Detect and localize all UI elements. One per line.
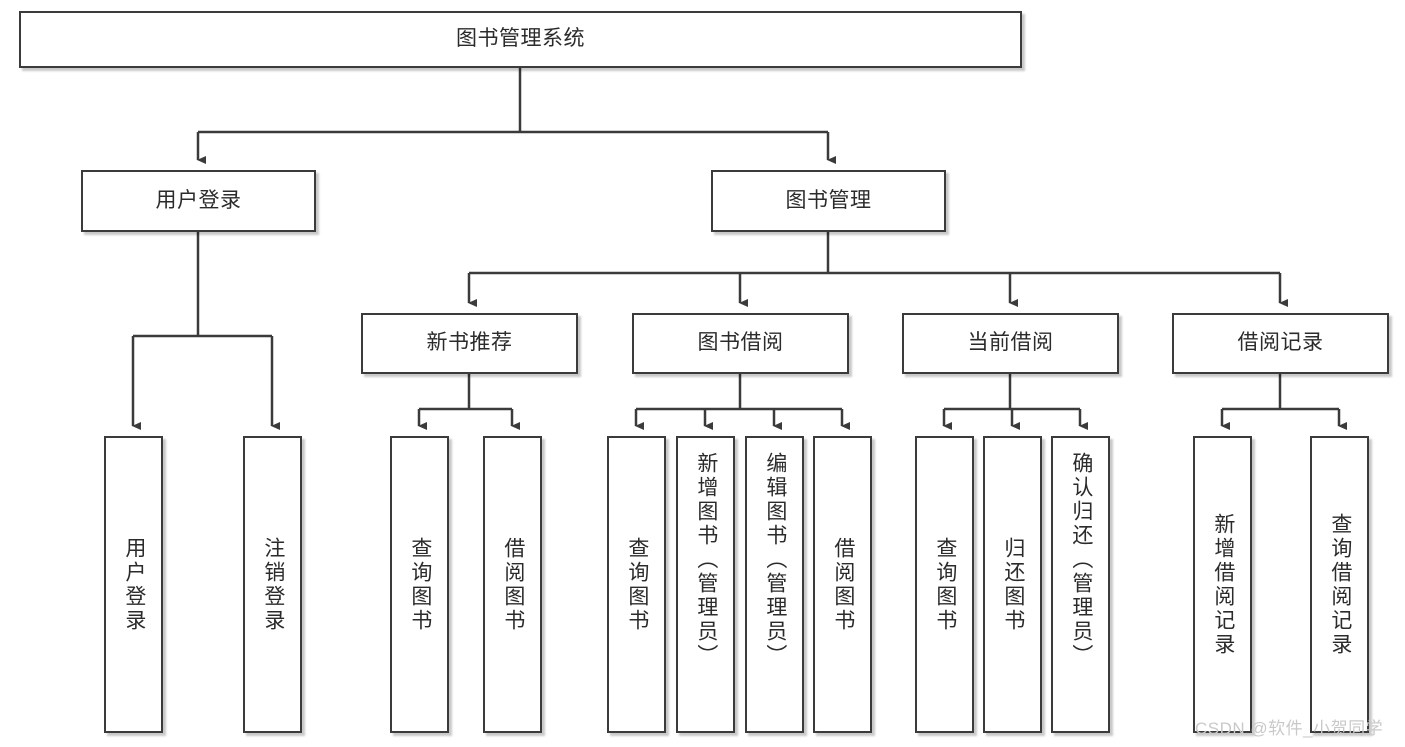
node-root[interactable]: 图书管理系统 [19, 11, 1022, 68]
node-label-leaf-query-record: 查询借阅记录 [1328, 512, 1352, 657]
node-leaf-confirm-return[interactable]: 确认归还（管理员） [1051, 436, 1110, 733]
node-leaf-query-book-1[interactable]: 查询图书 [390, 436, 449, 733]
node-label-borrow-record: 借阅记录 [1237, 331, 1324, 355]
node-label-leaf-return-book: 归还图书 [1001, 536, 1025, 633]
node-leaf-logout[interactable]: 注销登录 [243, 436, 302, 733]
node-leaf-add-record[interactable]: 新增借阅记录 [1193, 436, 1252, 733]
node-label-leaf-borrow-book-1: 借阅图书 [501, 536, 525, 633]
node-label-book-manage: 图书管理 [785, 188, 872, 212]
node-leaf-query-record[interactable]: 查询借阅记录 [1310, 436, 1369, 733]
node-label-leaf-add-book: 新增图书（管理员） [694, 452, 718, 668]
node-label-current-borrow: 当前借阅 [967, 331, 1054, 355]
node-label-leaf-logout: 注销登录 [261, 536, 285, 633]
node-label-new-book-rec: 新书推荐 [426, 331, 513, 355]
node-user-login[interactable]: 用户登录 [81, 170, 316, 232]
node-label-book-borrow: 图书借阅 [697, 331, 784, 355]
node-leaf-add-book[interactable]: 新增图书（管理员） [676, 436, 735, 733]
node-leaf-user-login[interactable]: 用户登录 [104, 436, 163, 733]
node-label-leaf-query-book-1: 查询图书 [408, 536, 432, 633]
node-label-leaf-query-book-2: 查询图书 [625, 536, 649, 633]
node-leaf-query-book-2[interactable]: 查询图书 [607, 436, 666, 733]
node-leaf-query-book-3[interactable]: 查询图书 [915, 436, 974, 733]
node-label-leaf-query-book-3: 查询图书 [933, 536, 957, 633]
node-label-leaf-borrow-book-2: 借阅图书 [831, 536, 855, 633]
node-leaf-edit-book[interactable]: 编辑图书（管理员） [745, 436, 804, 733]
connector-paths [131, 68, 1347, 430]
node-leaf-return-book[interactable]: 归还图书 [983, 436, 1042, 733]
node-book-borrow[interactable]: 图书借阅 [632, 313, 849, 374]
node-current-borrow[interactable]: 当前借阅 [902, 313, 1119, 374]
node-label-root: 图书管理系统 [456, 27, 585, 51]
node-leaf-borrow-book-2[interactable]: 借阅图书 [813, 436, 872, 733]
node-label-leaf-confirm-return: 确认归还（管理员） [1069, 452, 1093, 668]
node-label-leaf-add-record: 新增借阅记录 [1211, 512, 1235, 657]
node-label-user-login: 用户登录 [155, 188, 242, 212]
node-leaf-borrow-book-1[interactable]: 借阅图书 [483, 436, 542, 733]
node-book-manage[interactable]: 图书管理 [711, 170, 946, 232]
node-new-book-rec[interactable]: 新书推荐 [361, 313, 578, 374]
node-label-leaf-user-login: 用户登录 [122, 536, 146, 633]
node-label-leaf-edit-book: 编辑图书（管理员） [763, 452, 787, 668]
node-borrow-record[interactable]: 借阅记录 [1172, 313, 1389, 374]
